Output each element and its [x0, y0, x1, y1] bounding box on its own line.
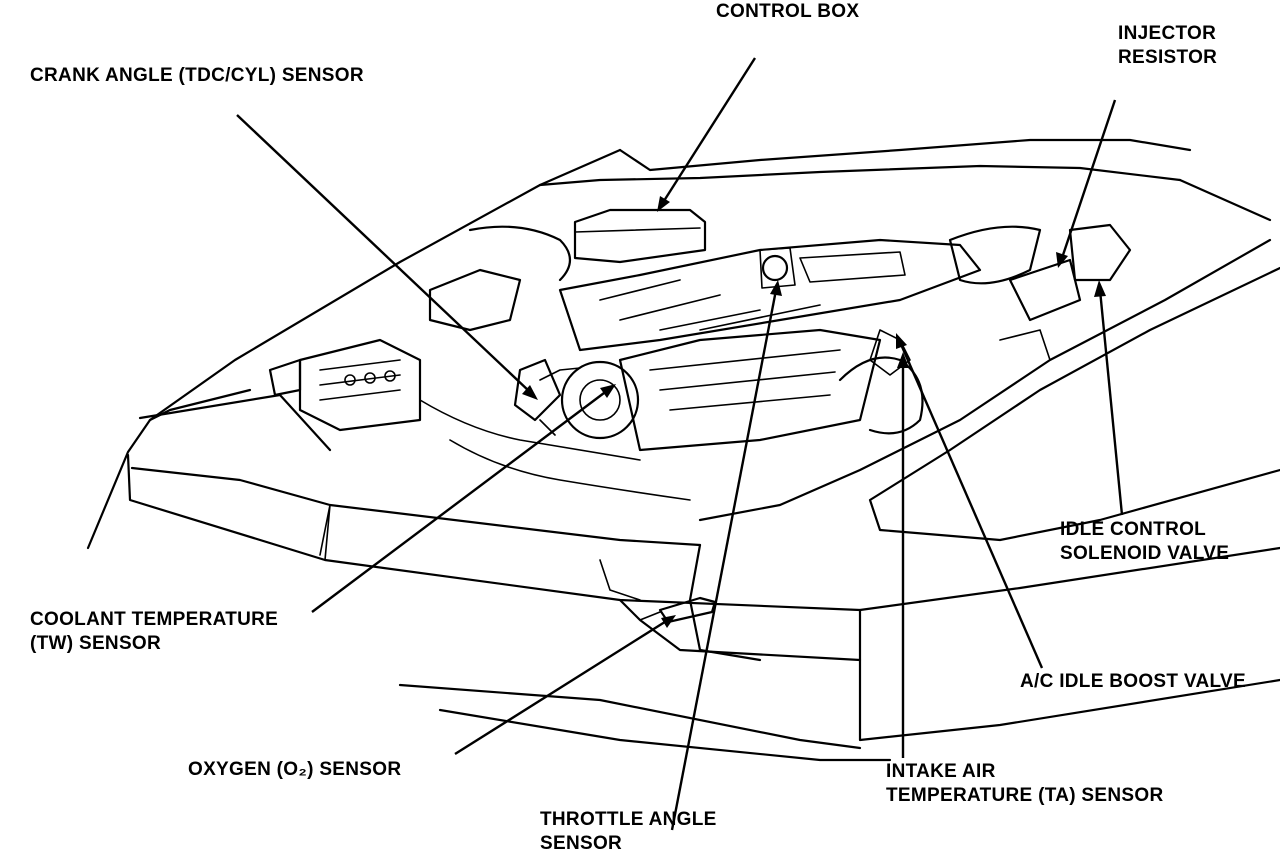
leader-injector-resistor [1060, 99, 1117, 259]
label-intake-air-temp-sensor-line1: INTAKE AIR [886, 761, 996, 782]
label-crank-angle-sensor-line1: CRANK ANGLE (TDC/CYL) SENSOR [30, 65, 364, 86]
car-body-outline [86, 138, 1280, 762]
arrow-throttle-angle [770, 280, 782, 296]
leader-idle-control [1098, 289, 1124, 516]
label-throttle-angle-sensor-line1: THROTTLE ANGLE [540, 809, 717, 830]
arrow-intake-air-temp [897, 352, 909, 368]
leader-coolant-temp [311, 389, 609, 613]
label-intake-air-temp-sensor: INTAKE AIR TEMPERATURE (TA) SENSOR [886, 760, 1163, 808]
leader-oxygen [454, 618, 669, 756]
leader-control-box [660, 57, 757, 205]
label-coolant-temp-sensor: COOLANT TEMPERATURE (TW) SENSOR [30, 608, 278, 656]
arrow-coolant-temp [600, 384, 616, 398]
label-coolant-temp-sensor-line1: COOLANT TEMPERATURE [30, 609, 279, 630]
arrow-idle-control [1094, 280, 1106, 297]
label-throttle-angle-sensor: THROTTLE ANGLE SENSOR [540, 808, 717, 856]
label-injector-resistor-line1: INJECTOR [1118, 23, 1217, 44]
label-ac-idle-boost-valve: A/C IDLE BOOST VALVE [1020, 670, 1246, 694]
label-oxygen-sensor-line1: OXYGEN (O₂) SENSOR [188, 759, 402, 780]
label-throttle-angle-sensor-line2: SENSOR [540, 833, 623, 854]
label-crank-angle-sensor: CRANK ANGLE (TDC/CYL) SENSOR [30, 64, 364, 88]
label-control-box-line1: CONTROL BOX [716, 1, 860, 22]
label-control-box: CONTROL BOX [716, 0, 859, 24]
label-ac-idle-boost-valve-line1: A/C IDLE BOOST VALVE [1020, 671, 1246, 692]
leader-crank-angle [236, 114, 531, 393]
label-injector-resistor: INJECTOR RESISTOR [1118, 22, 1217, 70]
arrow-control-box [657, 196, 670, 212]
engine-assembly [268, 208, 1132, 624]
arrow-oxygen [661, 615, 676, 628]
arrow-crank-angle [522, 385, 538, 400]
arrow-injector-resistor [1056, 252, 1068, 268]
leader-lines [236, 57, 1124, 831]
label-injector-resistor-line2: RESISTOR [1118, 47, 1218, 68]
label-oxygen-sensor: OXYGEN (O₂) SENSOR [188, 758, 401, 782]
leader-ac-idle-boost [898, 341, 1044, 669]
label-idle-control-solenoid-line1: IDLE CONTROL [1060, 519, 1207, 540]
label-coolant-temp-sensor-line2: (TW) SENSOR [30, 633, 162, 654]
arrow-ac-idle-boost [896, 333, 907, 349]
label-intake-air-temp-sensor-line2: TEMPERATURE (TA) SENSOR [886, 785, 1164, 806]
label-idle-control-solenoid: IDLE CONTROL SOLENOID VALVE [1060, 518, 1229, 566]
label-idle-control-solenoid-line2: SOLENOID VALVE [1060, 543, 1230, 564]
leader-throttle-angle [670, 289, 778, 831]
